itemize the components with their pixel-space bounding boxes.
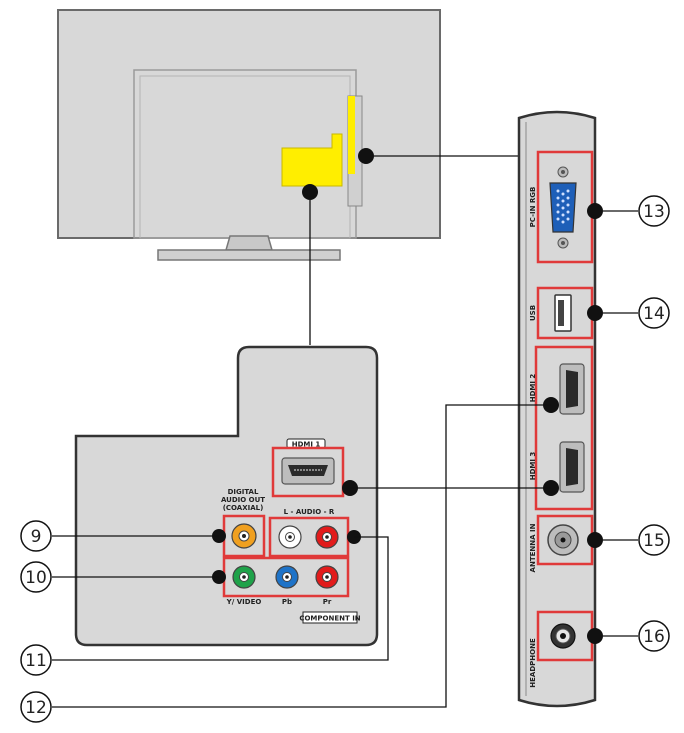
side-leader-dot bbox=[358, 148, 374, 164]
rear-terminal-highlight bbox=[281, 133, 343, 187]
rca-jack-icon bbox=[275, 565, 299, 589]
side-terminal-highlight bbox=[348, 96, 355, 174]
headphone-label: HEADPHONE bbox=[529, 638, 537, 688]
antenna-in-label: ANTENNA IN bbox=[529, 523, 537, 572]
callout-11: 11 bbox=[20, 644, 52, 676]
svg-text:10: 10 bbox=[25, 568, 47, 588]
component-in-label-box bbox=[302, 611, 358, 624]
pc-in-rgb-label: PC-IN RGB bbox=[529, 187, 537, 228]
callout-13: 13 bbox=[638, 195, 670, 227]
c14-leader-dot bbox=[587, 305, 603, 321]
svg-text:9: 9 bbox=[31, 527, 42, 547]
rear-panel-body bbox=[74, 345, 379, 647]
component-in-label: COMPONENT IN bbox=[299, 615, 360, 623]
headphone-jack-icon bbox=[550, 623, 576, 649]
c13-leader-dot bbox=[587, 203, 603, 219]
svg-text:12: 12 bbox=[25, 698, 47, 718]
hdmi3-label: HDMI 3 bbox=[529, 452, 537, 481]
digital-audio-label-line1: DIGITAL bbox=[228, 488, 259, 496]
callout-10: 10 bbox=[20, 561, 52, 593]
hdmi-port-icon bbox=[559, 441, 585, 493]
hdmi1-highlight bbox=[271, 446, 345, 498]
rca-jack-icon bbox=[232, 565, 256, 589]
rca-jack-icon bbox=[231, 523, 257, 549]
c16-leader-dot bbox=[587, 628, 603, 644]
hdmi1-label: HDMI 1 bbox=[292, 441, 321, 449]
hdmi23-highlight bbox=[534, 345, 594, 511]
stand-base bbox=[157, 249, 341, 261]
hdmi-port-icon bbox=[559, 363, 585, 415]
rca-jack-icon bbox=[315, 565, 339, 589]
side-panel: PC-IN RGB USB HDMI 2 HDMI 3 bbox=[517, 110, 603, 708]
callout-15: 15 bbox=[638, 524, 670, 556]
stand-neck bbox=[225, 235, 273, 251]
pb-label: Pb bbox=[282, 598, 292, 606]
callout-9: 9 bbox=[20, 520, 52, 552]
usb-label: USB bbox=[529, 305, 537, 321]
callout-14: 14 bbox=[638, 297, 670, 329]
svg-text:15: 15 bbox=[643, 531, 665, 551]
tv-body bbox=[57, 9, 441, 239]
rear-panel: HDMI 1 DIGITAL AUDIO OUT (COAXIAL) L - A… bbox=[74, 345, 379, 647]
rear-leader-dot bbox=[302, 184, 318, 200]
usb-port-icon bbox=[554, 294, 572, 332]
c15-leader-dot bbox=[587, 532, 603, 548]
callout-16: 16 bbox=[638, 620, 670, 652]
svg-text:14: 14 bbox=[643, 304, 665, 324]
digital-audio-label-line2: AUDIO OUT bbox=[221, 496, 265, 504]
svg-text:16: 16 bbox=[643, 627, 665, 647]
svg-text:13: 13 bbox=[643, 202, 665, 222]
hdmi2-label: HDMI 2 bbox=[529, 374, 537, 403]
leader-lines bbox=[52, 210, 638, 708]
tv-back-view bbox=[57, 9, 441, 261]
rca-jack-icon bbox=[315, 525, 339, 549]
antenna-jack-icon bbox=[547, 524, 579, 556]
vga-port-icon bbox=[549, 166, 577, 249]
callout-12: 12 bbox=[20, 691, 52, 723]
digital-audio-label-line3: (COAXIAL) bbox=[223, 504, 264, 512]
audio-lr-label: L - AUDIO - R bbox=[284, 508, 335, 516]
pr-label: Pr bbox=[323, 598, 332, 606]
svg-text:11: 11 bbox=[25, 651, 47, 671]
hdmi-port-icon bbox=[281, 457, 335, 485]
y-video-label: Y/ VIDEO bbox=[226, 598, 262, 606]
rca-jack-icon bbox=[278, 525, 302, 549]
